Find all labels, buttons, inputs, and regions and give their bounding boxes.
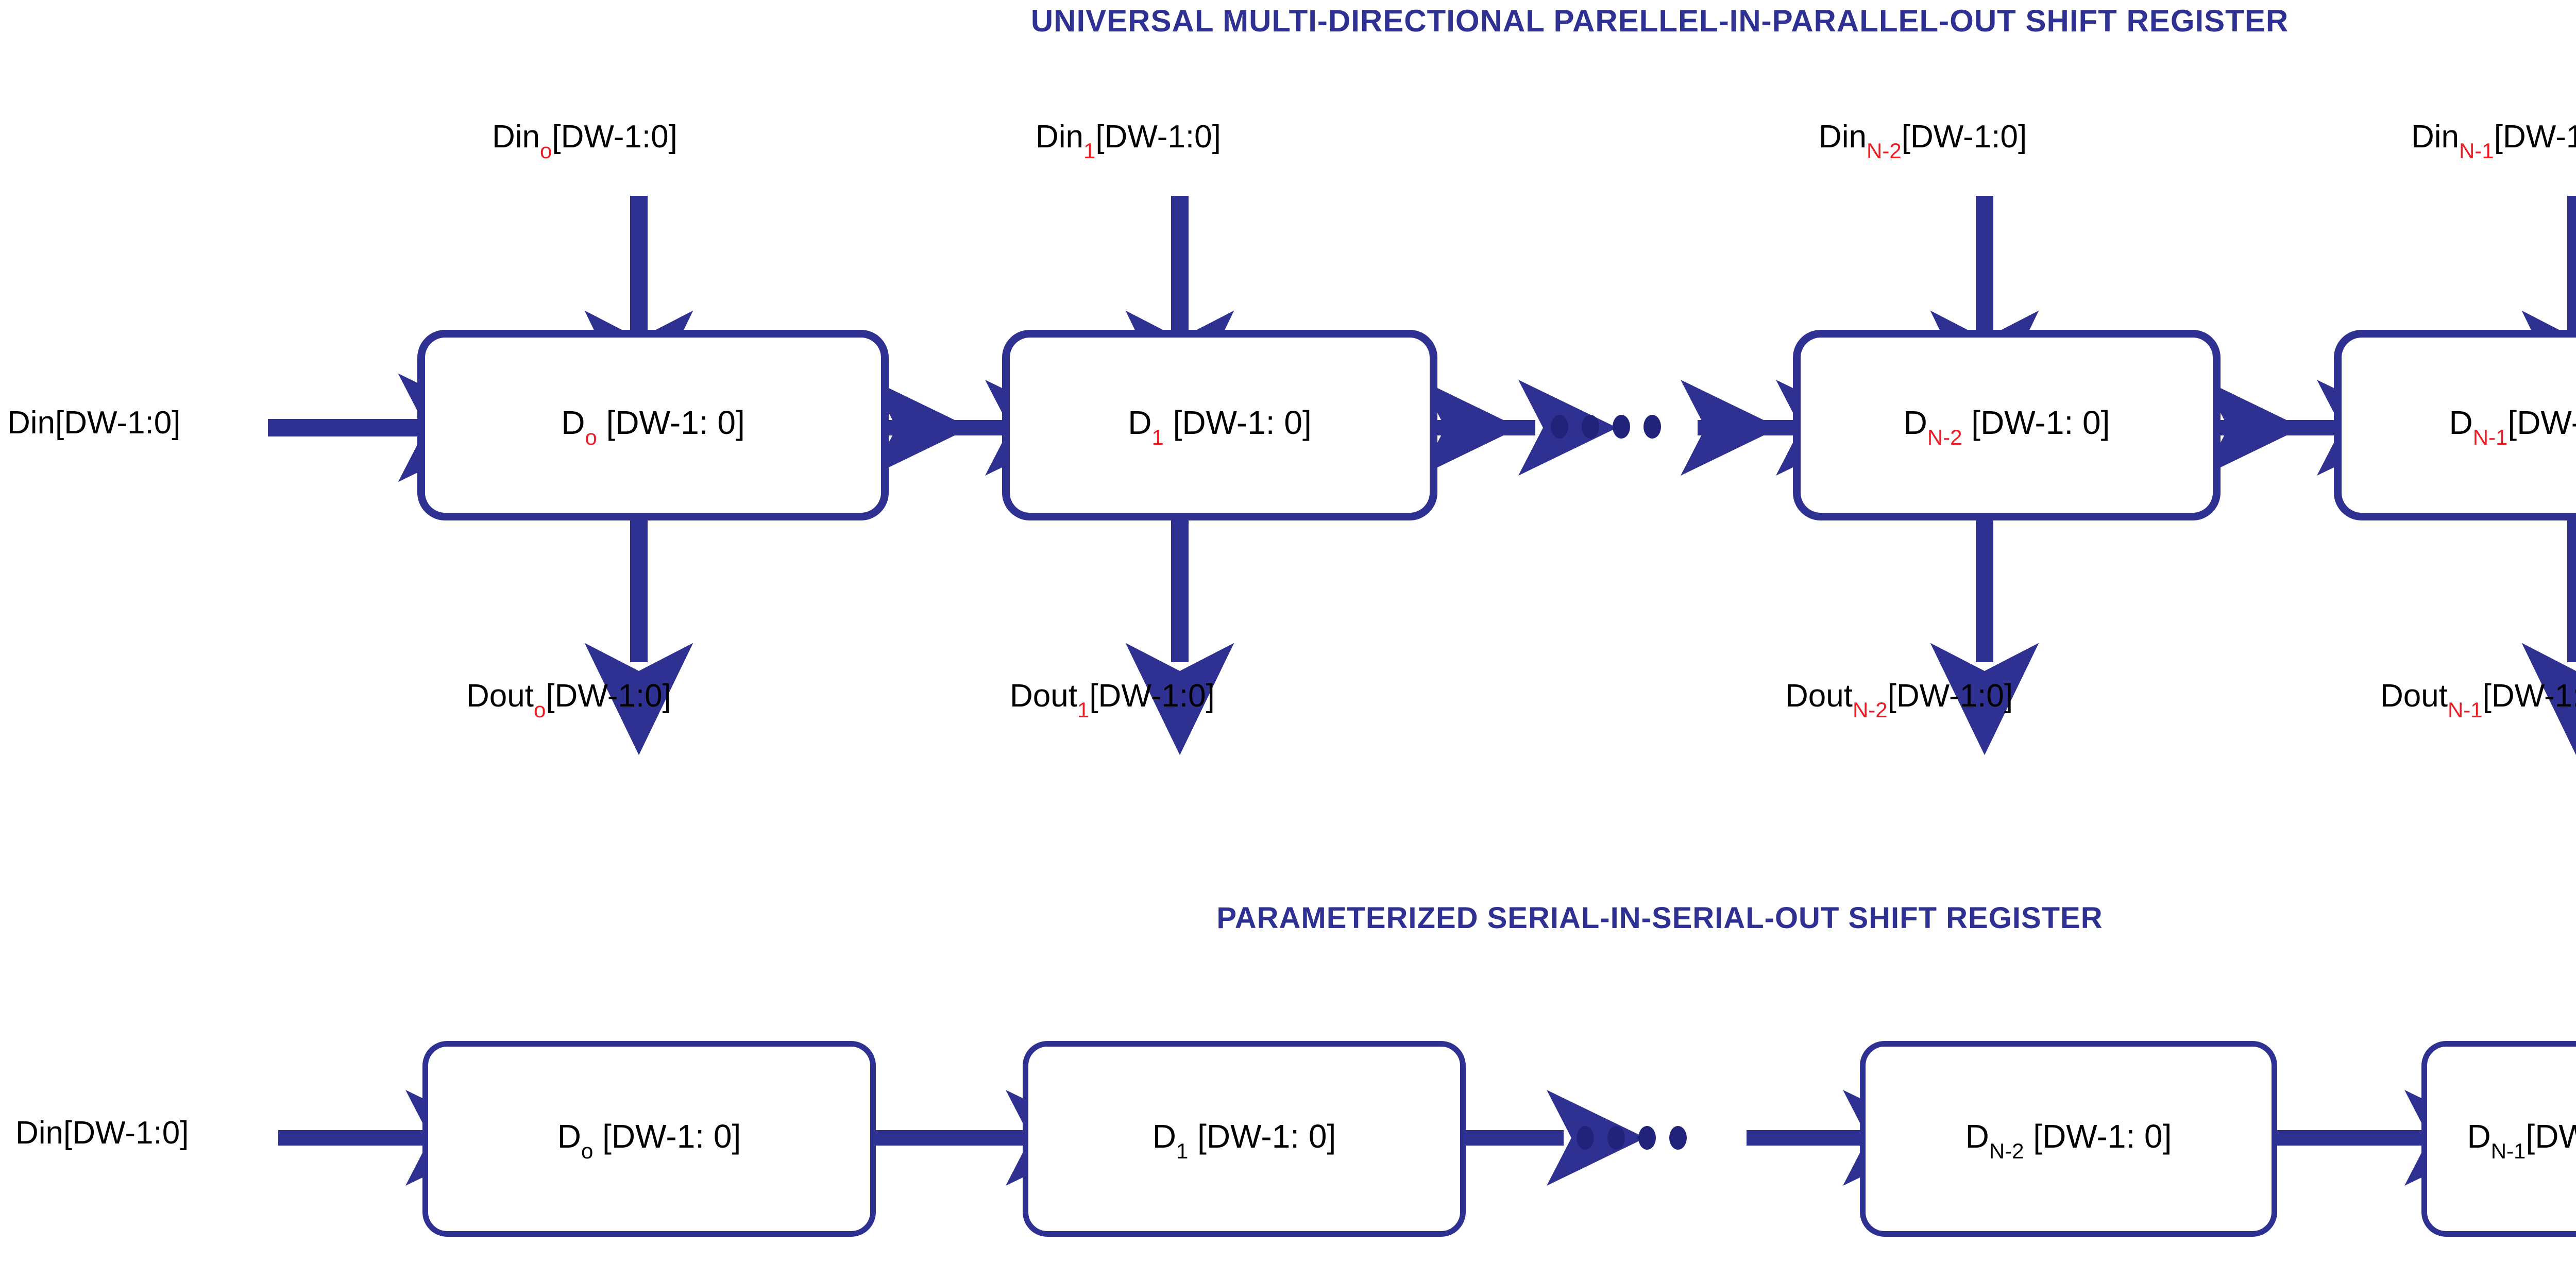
din-range: [DW-1:0]	[1095, 119, 1221, 155]
din-subscript: N-2	[1867, 139, 1902, 163]
din-base: Din	[1036, 119, 1084, 155]
reg-subscript: N-2	[1989, 1139, 2024, 1164]
reg-base: D	[1903, 403, 1927, 441]
register-stage-1[interactable]: D1 [DW-1: 0]	[1002, 330, 1437, 520]
ellipsis-dot	[1638, 1126, 1656, 1150]
port-label-din-stage-n1: DinN-1[DW-1:0]	[2411, 119, 2576, 162]
dout-range: [DW-1:0]	[546, 678, 671, 714]
port-label-din-global: Din[DW-1:0]	[7, 405, 181, 441]
dout-range: [DW-1:0]	[1887, 678, 2013, 714]
din-subscript: N-1	[2459, 139, 2494, 163]
reg-range: [DW-1: 0]	[2526, 1117, 2576, 1155]
ellipsis-dot	[1577, 1126, 1594, 1150]
siso-register-stage-n-1-label: DN-1[DW-1: 0]	[2467, 1117, 2576, 1162]
dout-base: Dout	[466, 678, 534, 714]
register-stage-0-label: Do [DW-1: 0]	[561, 403, 745, 448]
reg-subscript: o	[585, 425, 597, 450]
register-stage-n-1[interactable]: DN-1[DW-1: 0]	[2334, 330, 2576, 520]
reg-subscript: 1	[1176, 1139, 1189, 1164]
reg-subscript: N-2	[1927, 425, 1962, 450]
din-subscript: 1	[1083, 139, 1096, 163]
page-title-universal-shift-register: UNIVERSAL MULTI-DIRECTIONAL PARELLEL-IN-…	[1030, 4, 2289, 38]
port-label-dout-stage-n1: DoutN-1[DW-1:0]	[2380, 678, 2576, 721]
siso-register-stage-1[interactable]: D1 [DW-1: 0]	[1023, 1041, 1466, 1237]
siso-register-stage-0[interactable]: Do [DW-1: 0]	[422, 1041, 876, 1237]
port-label-dout-stage-n2: DoutN-2[DW-1:0]	[1785, 678, 2013, 721]
ellipsis-dot	[1582, 415, 1599, 439]
din-range: [DW-1:0]	[2494, 119, 2576, 155]
register-stage-n-2[interactable]: DN-2 [DW-1: 0]	[1793, 330, 2221, 520]
reg-base: D	[1152, 1117, 1176, 1155]
din-subscript: o	[540, 139, 552, 163]
register-stage-n-2-label: DN-2 [DW-1: 0]	[1903, 403, 2110, 448]
dout-subscript: N-1	[2447, 698, 2483, 722]
din-range: [DW-1:0]	[1901, 119, 2027, 155]
dout-base: Dout	[1785, 678, 1853, 714]
reg-base: D	[1128, 403, 1152, 441]
reg-range: [DW-1: 0]	[597, 403, 745, 441]
ellipsis-dot	[1613, 415, 1630, 439]
dout-subscript: 1	[1077, 698, 1090, 722]
port-label-din-stage1: Din1[DW-1:0]	[1036, 119, 1221, 162]
din-base: Din	[2411, 119, 2460, 155]
ellipsis-dot	[1607, 1126, 1625, 1150]
ellipsis-dots-top	[1551, 415, 1661, 439]
ellipsis-dot	[1551, 415, 1568, 439]
reg-range: [DW-1: 0]	[2024, 1117, 2172, 1155]
din-base: Din	[492, 119, 540, 155]
din-range: [DW-1:0]	[552, 119, 677, 155]
reg-subscript: 1	[1151, 425, 1164, 450]
reg-range: [DW-1: 0]	[1188, 1117, 1336, 1155]
register-stage-0[interactable]: Do [DW-1: 0]	[417, 330, 889, 520]
reg-subscript: o	[581, 1139, 594, 1164]
port-label-dout-stage0: Douto[DW-1:0]	[466, 678, 671, 721]
reg-subscript: N-1	[2472, 425, 2508, 450]
dout-range: [DW-1:0]	[1089, 678, 1215, 714]
register-stage-1-label: D1 [DW-1: 0]	[1128, 403, 1312, 448]
reg-range: [DW-1: 0]	[2507, 403, 2576, 441]
port-label-din-stage-n2: DinN-2[DW-1:0]	[1819, 119, 2027, 162]
ellipsis-dot	[1643, 415, 1661, 439]
ellipsis-dot	[1669, 1126, 1687, 1150]
dout-base: Dout	[1010, 678, 1077, 714]
dout-base: Dout	[2380, 678, 2448, 714]
register-stage-n-1-label: DN-1[DW-1: 0]	[2449, 403, 2576, 448]
dout-subscript: N-2	[1852, 698, 1888, 722]
reg-range: [DW-1: 0]	[1163, 403, 1312, 441]
port-label-dout-stage1: Dout1[DW-1:0]	[1010, 678, 1215, 721]
reg-base: D	[557, 1117, 581, 1155]
ellipsis-dots-bottom	[1577, 1126, 1687, 1150]
reg-base: D	[2467, 1117, 2491, 1155]
siso-register-stage-n-1[interactable]: DN-1[DW-1: 0]	[2421, 1041, 2576, 1237]
reg-base: D	[561, 403, 585, 441]
port-label-din-stage0: Dino[DW-1:0]	[492, 119, 677, 162]
siso-register-stage-0-label: Do [DW-1: 0]	[557, 1117, 741, 1162]
reg-range: [DW-1: 0]	[593, 1117, 741, 1155]
reg-range: [DW-1: 0]	[1962, 403, 2110, 441]
dout-range: [DW-1:0]	[2482, 678, 2576, 714]
reg-base: D	[1965, 1117, 1989, 1155]
siso-register-stage-n-2[interactable]: DN-2 [DW-1: 0]	[1860, 1041, 2277, 1237]
dout-subscript: o	[533, 698, 546, 722]
reg-base: D	[2449, 403, 2473, 441]
reg-subscript: N-1	[2490, 1139, 2526, 1164]
siso-register-stage-1-label: D1 [DW-1: 0]	[1152, 1117, 1336, 1162]
din-base: Din	[1819, 119, 1867, 155]
page-title-parameterized-shift-register: PARAMETERIZED SERIAL-IN-SERIAL-OUT SHIFT…	[1216, 901, 2103, 935]
port-label-siso-din-global: Din[DW-1:0]	[15, 1115, 189, 1151]
siso-register-stage-n-2-label: DN-2 [DW-1: 0]	[1965, 1117, 2172, 1162]
